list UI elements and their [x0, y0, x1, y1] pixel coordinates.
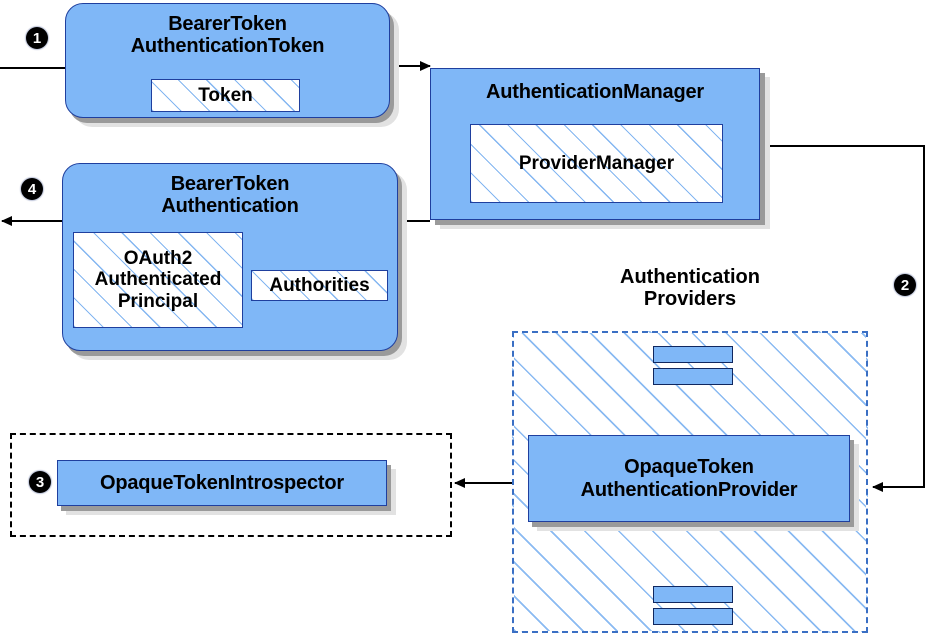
opaque-provider-title-line1: OpaqueToken	[624, 456, 754, 479]
bearer-token-title-line2: AuthenticationToken	[130, 35, 325, 58]
node-bearer-token-authentication[interactable]: BearerToken Authentication OAuth2 Authen…	[62, 163, 398, 351]
provider-stack-bar-top-1	[653, 346, 733, 363]
bearer-auth-title-line2: Authentication	[161, 195, 299, 218]
bearer-auth-title-line1: BearerToken	[170, 173, 290, 195]
child-token-label: Token	[198, 84, 253, 106]
step-badge-1: 1	[26, 27, 48, 49]
authentication-providers-title: Authentication Providers	[512, 266, 868, 311]
auth-manager-title: AuthenticationManager	[485, 81, 705, 103]
provider-stack-bar-top-2	[653, 368, 733, 385]
introspector-title: OpaqueTokenIntrospector	[100, 471, 344, 494]
provider-stack-bar-bottom-1	[653, 586, 733, 603]
node-opaque-token-introspector[interactable]: OpaqueTokenIntrospector	[57, 460, 387, 506]
providers-title-line2: Providers	[643, 288, 737, 311]
step-badge-3: 3	[29, 471, 51, 493]
providers-title-line1: Authentication	[620, 266, 760, 288]
principal-line2: Authenticated	[94, 269, 222, 291]
introspector-region	[10, 433, 452, 537]
child-oauth2-authenticated-principal[interactable]: OAuth2 Authenticated Principal	[73, 232, 243, 328]
provider-stack-bar-bottom-2	[653, 608, 733, 625]
principal-line1: OAuth2	[123, 248, 193, 270]
node-opaque-token-authentication-provider[interactable]: OpaqueToken AuthenticationProvider	[528, 435, 850, 522]
child-token[interactable]: Token	[151, 79, 300, 112]
child-provider-manager-label: ProviderManager	[518, 152, 675, 174]
step-badge-2: 2	[894, 274, 916, 296]
child-authorities-label: Authorities	[269, 274, 370, 296]
step-badge-4: 4	[21, 178, 43, 200]
node-authentication-manager[interactable]: AuthenticationManager ProviderManager	[430, 68, 760, 220]
bearer-token-title-line1: BearerToken	[168, 13, 287, 35]
child-provider-manager[interactable]: ProviderManager	[470, 124, 723, 203]
node-bearer-token-authentication-token[interactable]: BearerToken AuthenticationToken Token	[65, 3, 390, 118]
principal-line3: Principal	[117, 290, 199, 312]
opaque-provider-title-line2: AuthenticationProvider	[580, 478, 798, 501]
child-authorities[interactable]: Authorities	[251, 270, 388, 301]
